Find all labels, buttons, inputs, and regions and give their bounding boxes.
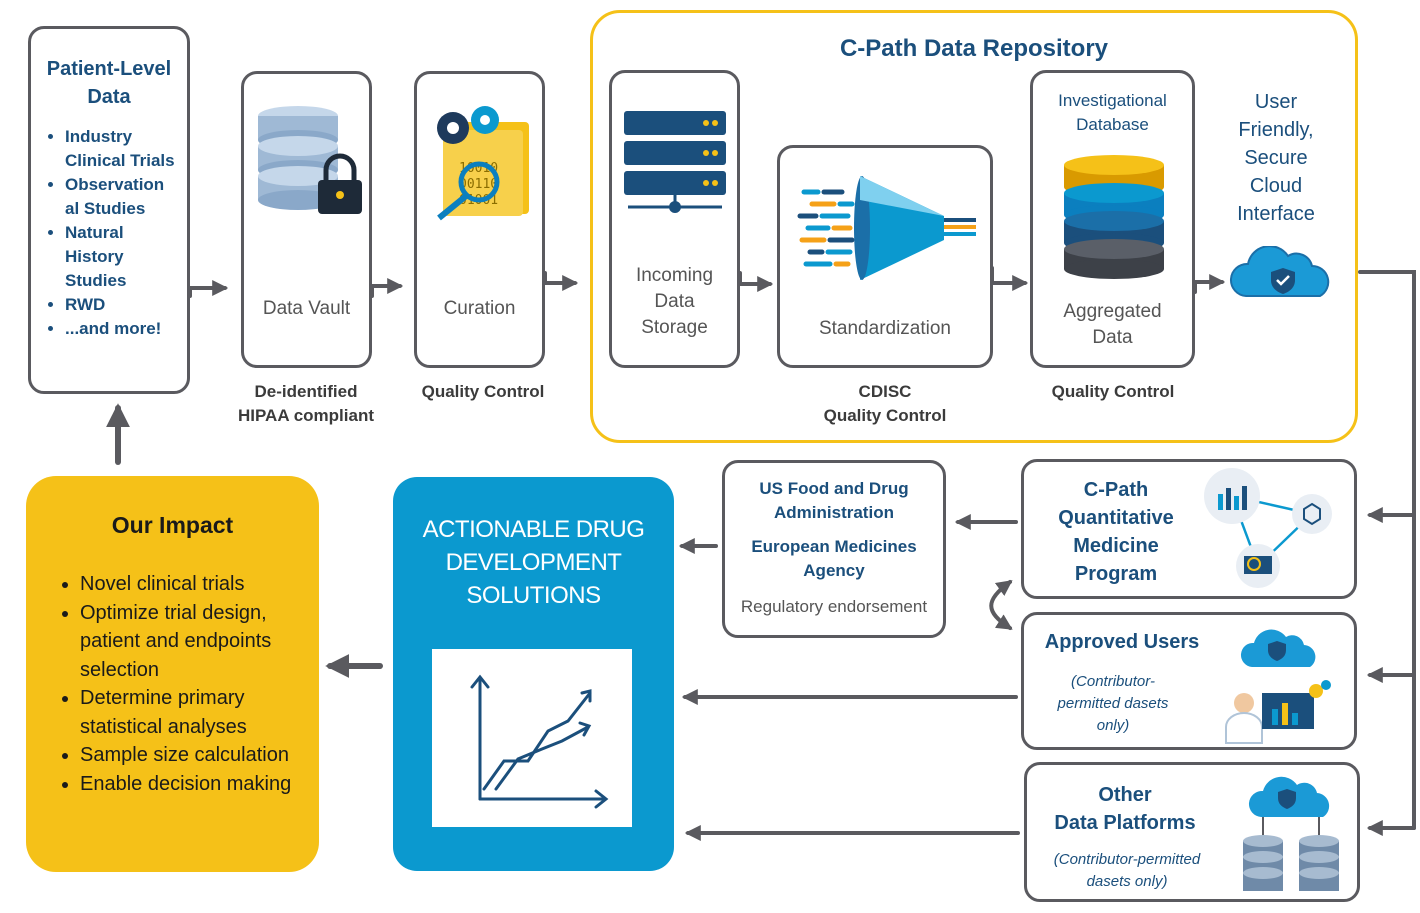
list-item: RWD: [65, 293, 181, 317]
patient-title: Patient-Level Data: [46, 58, 172, 108]
curation-card: 10010 00110 01001 Curation: [414, 71, 545, 368]
other-title: Other Data Platforms: [1035, 781, 1215, 837]
arrow-curation-to-repo: [543, 271, 579, 291]
funnel-icon: [797, 176, 976, 280]
incoming-label: Incoming Data Storage: [635, 265, 714, 338]
right-bus-line: [1358, 270, 1416, 830]
list-item: Observation al Studies: [65, 173, 181, 221]
impact-title: Our Impact: [111, 512, 234, 538]
analytics-network-icon: [1204, 468, 1332, 588]
database-stack-icon: [1064, 155, 1164, 279]
list-item: Novel clinical trials: [80, 570, 299, 599]
solutions-panel: ACTIONABLE DRUG DEVELOPMENT SOLUTIONS: [393, 477, 674, 871]
approved-note: (Contributor-permitted dasets only): [1057, 673, 1169, 734]
fda-label: US Food and Drug Administration: [759, 479, 909, 522]
list-item: Natural History Studies: [65, 221, 181, 293]
data-vault-card: Data Vault: [241, 71, 372, 368]
impact-panel: Our Impact Novel clinical trials Optimiz…: [26, 476, 319, 872]
qmp-title: C-Path Quantitative Medicine Program: [1058, 479, 1174, 585]
user-cloud-icon: [1225, 629, 1331, 744]
arrow-qmp-approved-exchange: [989, 580, 1013, 630]
arrow-patient-to-vault: [188, 280, 229, 298]
curation-label: Curation: [443, 298, 516, 319]
curation-caption: Quality Control: [421, 382, 545, 401]
incoming-storage-card: Incoming Data Storage: [609, 70, 740, 368]
patient-item-list: Industry Clinical Trials Observation al …: [31, 125, 187, 341]
list-item: Enable decision making: [80, 770, 299, 799]
other-note: (Contributor-permitted dasets only): [1053, 851, 1201, 890]
solutions-chart-panel: [432, 649, 632, 827]
arrow-vault-to-curation: [370, 278, 404, 298]
list-item: Sample size calculation: [80, 741, 299, 770]
vault-caption: De-identified HIPAA compliant: [216, 380, 396, 428]
cloud-interface-label: User Friendly, Secure Cloud Interface: [1237, 91, 1315, 225]
repository-panel: C-Path Data Repository: [590, 10, 1358, 443]
patient-level-data-card: Patient-Level Data Industry Clinical Tri…: [28, 26, 190, 394]
investigational-label: Investigational Database: [1058, 91, 1167, 134]
solutions-title: ACTIONABLE DRUG DEVELOPMENT SOLUTIONS: [422, 516, 645, 609]
list-item: Industry Clinical Trials: [65, 125, 181, 173]
cloud-databases-icon: [1243, 776, 1339, 891]
folder-gears-magnifier-icon: 10010 00110 01001: [437, 106, 529, 221]
std-caption-line-1: CDISC: [858, 382, 912, 401]
repository-title: C-Path Data Repository: [839, 35, 1109, 62]
aggregated-label: Aggregated Data: [1063, 301, 1162, 348]
arrow-incoming-to-std: [738, 271, 774, 292]
standardization-label: Standardization: [818, 318, 952, 339]
vault-caption-line-1: De-identified: [254, 382, 358, 401]
approved-title: Approved Users: [1044, 631, 1200, 653]
arrow-aggregated-to-cloud: [1193, 274, 1226, 294]
other-title-line-2: Data Platforms: [1054, 812, 1196, 834]
secure-cloud-icon: [1230, 246, 1330, 297]
vault-label: Data Vault: [262, 298, 351, 319]
vault-caption-line-2: HIPAA compliant: [237, 406, 374, 425]
regulators-card: US Food and Drug Administration European…: [722, 460, 946, 638]
list-item: Optimize trial design, patient and endpo…: [80, 599, 299, 685]
aggregated-data-card: Investigational Database Aggregated Data: [1030, 70, 1195, 368]
server-icon: [624, 111, 726, 213]
standardization-caption: CDISC Quality Control: [795, 380, 975, 428]
approved-users-card: Approved Users (Contributor-permitted da…: [1021, 612, 1357, 750]
database-lock-icon: [258, 106, 362, 214]
aggregated-caption: Quality Control: [1051, 382, 1175, 401]
svg-text:00110: 00110: [459, 177, 498, 192]
trend-chart-icon: [470, 674, 609, 809]
standardization-card: Standardization: [777, 145, 993, 368]
ema-label: European Medicines Agency: [751, 537, 917, 580]
other-platforms-card: Other Data Platforms (Contributor-permit…: [1024, 762, 1360, 902]
qmp-card: C-Path Quantitative Medicine Program: [1021, 459, 1357, 599]
std-caption-line-2: Quality Control: [823, 406, 947, 425]
endorsement-label: Regulatory endorsement: [740, 597, 928, 616]
list-item: ...and more!: [65, 317, 181, 341]
list-item: Determine primary statistical analyses: [80, 684, 299, 741]
impact-item-list: Novel clinical trials Optimize trial des…: [60, 570, 299, 798]
other-title-line-1: Other: [1098, 784, 1152, 806]
